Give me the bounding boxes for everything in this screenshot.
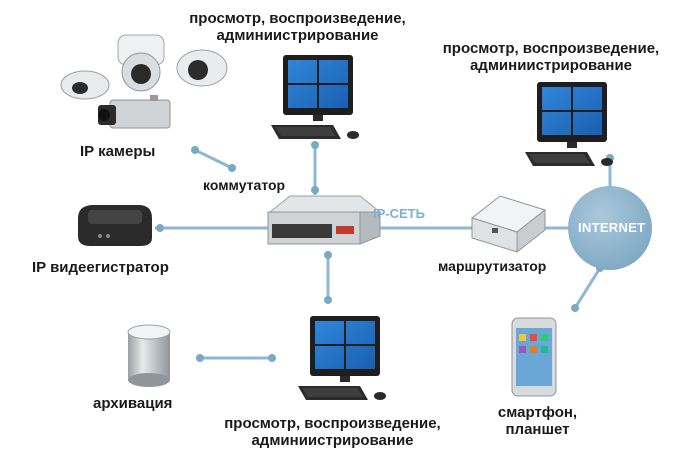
ip-cameras-label: IP камеры (80, 143, 156, 160)
switch-icon (267, 195, 382, 245)
switch-label: коммутатор (203, 177, 286, 193)
workstation-top-icon (270, 54, 360, 140)
ws-bottom-caption: просмотр, воспроизведение, админиистриро… (220, 415, 445, 449)
internet-label: INTERNET (578, 220, 646, 235)
cameras-link (194, 148, 233, 170)
nvr-label: IP видеегистратор (32, 259, 169, 276)
router-label: маршрутизатор (438, 258, 547, 274)
workstation-bottom-icon (297, 315, 387, 401)
internet-icon (568, 186, 652, 270)
ws-bottom-caption-line1: просмотр, воспроизведение, (224, 415, 441, 432)
smartphone-caption-line2: планшет (505, 421, 570, 438)
ws-right-caption: просмотр, воспроизведение, админиистриро… (436, 40, 666, 74)
smartphone-icon (511, 317, 557, 397)
workstation-right-icon (524, 81, 614, 167)
ws-top-caption-line2: админиистрирование (216, 27, 379, 44)
archive-label: архивация (93, 395, 173, 412)
smartphone-caption-line1: смартфон, (497, 404, 578, 421)
smartphone-caption: смартфон, планшет (490, 404, 585, 438)
ws-bottom-caption-line2: админиистрирование (251, 432, 414, 449)
archive-storage-icon (127, 324, 171, 387)
ws-right-caption-line2: админиистрирование (469, 57, 633, 74)
inet-to-phone-link (573, 267, 602, 309)
nvr-icon (78, 205, 152, 246)
ip-network-label: IP-СЕТЬ (373, 206, 425, 221)
ws-top-caption: просмотр, воспроизведение, админиистриро… (185, 10, 410, 44)
router-icon (470, 195, 547, 254)
ws-right-caption-line1: просмотр, воспроизведение, (442, 40, 660, 57)
ip-cameras-icon (60, 34, 228, 129)
ws-top-caption-line1: просмотр, воспроизведение, (189, 10, 406, 27)
